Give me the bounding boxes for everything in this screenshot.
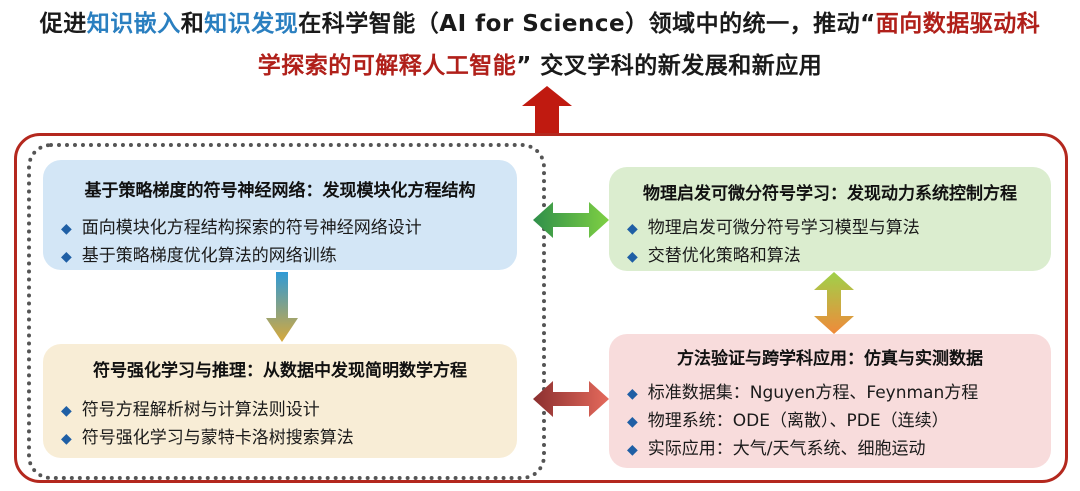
outer-frame [14, 133, 1068, 483]
box-title: 物理启发可微分符号学习：发现动力系统控制方程 [643, 184, 1017, 204]
headline-line-2: 学探索的可解释人工智能” 交叉学科的新发展和新应用 [0, 46, 1080, 80]
list-item: ◆ 符号强化学习与蒙特卡洛树搜索算法 [61, 423, 354, 448]
up-arrow-shape [522, 86, 572, 136]
box-validation: 方法验证与跨学科应用：仿真与实测数据 ◆ 标准数据集：Nguyen方程、Feynm… [609, 334, 1051, 468]
diamond-bullet-icon: ◆ [61, 431, 72, 447]
diamond-bullet-icon: ◆ [627, 386, 638, 402]
diamond-bullet-icon: ◆ [61, 221, 72, 237]
list-item: ◆ 物理系统：ODE（离散）、PDE（连续） [627, 406, 949, 431]
dotted-group-frame [27, 143, 546, 480]
headline-highlight-xai: 学探索的可解释人工智能 [257, 53, 517, 79]
diamond-bullet-icon: ◆ [627, 221, 638, 237]
item-text: 物理系统：ODE（离散）、PDE（连续） [647, 411, 949, 431]
double-arrow-vertical-shape [814, 272, 854, 334]
double-arrow-red-shape [533, 381, 609, 417]
headline-highlight-embedding: 知识嵌入 [86, 11, 181, 37]
box-title: 符号强化学习与推理：从数据中发现简明数学方程 [93, 361, 467, 381]
list-item: ◆ 标准数据集：Nguyen方程、Feynman方程 [627, 378, 978, 403]
up-arrow [522, 86, 572, 136]
double-arrow-red [533, 381, 609, 417]
item-text: 基于策略梯度优化算法的网络训练 [81, 246, 337, 266]
double-arrow-green [533, 202, 609, 238]
list-item: ◆ 符号方程解析树与计算法则设计 [61, 395, 320, 420]
box-title: 基于策略梯度的符号神经网络：发现模块化方程结构 [84, 181, 476, 201]
headline-line-1: 促进知识嵌入和知识发现在科学智能（AI for Science）领域中的统一，推… [0, 4, 1080, 38]
headline-text: 和 [180, 11, 205, 37]
double-arrow-green-shape [533, 202, 609, 238]
headline-text: 在科学智能（AI for Science）领域中的统一，推动“ [298, 11, 876, 37]
diamond-bullet-icon: ◆ [627, 414, 638, 430]
box-physics-inspired: 物理启发可微分符号学习：发现动力系统控制方程 ◆ 物理启发可微分符号学习模型与算法… [609, 167, 1051, 271]
item-text: 符号强化学习与蒙特卡洛树搜索算法 [81, 428, 354, 448]
item-text: 交替优化策略和算法 [647, 246, 801, 266]
headline-highlight-discovery: 知识发现 [204, 11, 299, 37]
list-item: ◆ 基于策略梯度优化算法的网络训练 [61, 241, 337, 266]
item-text: 标准数据集：Nguyen方程、Feynman方程 [647, 383, 979, 403]
headline-text: 促进 [39, 11, 87, 37]
item-text: 物理启发可微分符号学习模型与算法 [647, 218, 920, 238]
box-symbolic-rl: 符号强化学习与推理：从数据中发现简明数学方程 ◆ 符号方程解析树与计算法则设计 ◆… [43, 344, 517, 458]
down-arrow [266, 272, 298, 342]
double-arrow-vertical [814, 272, 854, 334]
headline-highlight-xai: 面向数据驱动科 [875, 11, 1041, 37]
diamond-bullet-icon: ◆ [61, 403, 72, 419]
list-item: ◆ 实际应用：大气/天气系统、细胞运动 [627, 434, 926, 459]
item-text: 面向模块化方程结构探索的符号神经网络设计 [81, 218, 422, 238]
diamond-bullet-icon: ◆ [627, 249, 638, 265]
list-item: ◆ 交替优化策略和算法 [627, 241, 801, 266]
box-policy-gradient: 基于策略梯度的符号神经网络：发现模块化方程结构 ◆ 面向模块化方程结构探索的符号神… [43, 160, 517, 270]
box-title: 方法验证与跨学科应用：仿真与实测数据 [677, 349, 983, 369]
list-item: ◆ 物理启发可微分符号学习模型与算法 [627, 213, 920, 238]
down-arrow-shape [266, 272, 298, 342]
diamond-bullet-icon: ◆ [627, 442, 638, 458]
item-text: 实际应用：大气/天气系统、细胞运动 [647, 439, 926, 459]
list-item: ◆ 面向模块化方程结构探索的符号神经网络设计 [61, 213, 422, 238]
headline-text: ” 交叉学科的新发展和新应用 [516, 53, 823, 79]
diamond-bullet-icon: ◆ [61, 249, 72, 265]
item-text: 符号方程解析树与计算法则设计 [81, 400, 320, 420]
